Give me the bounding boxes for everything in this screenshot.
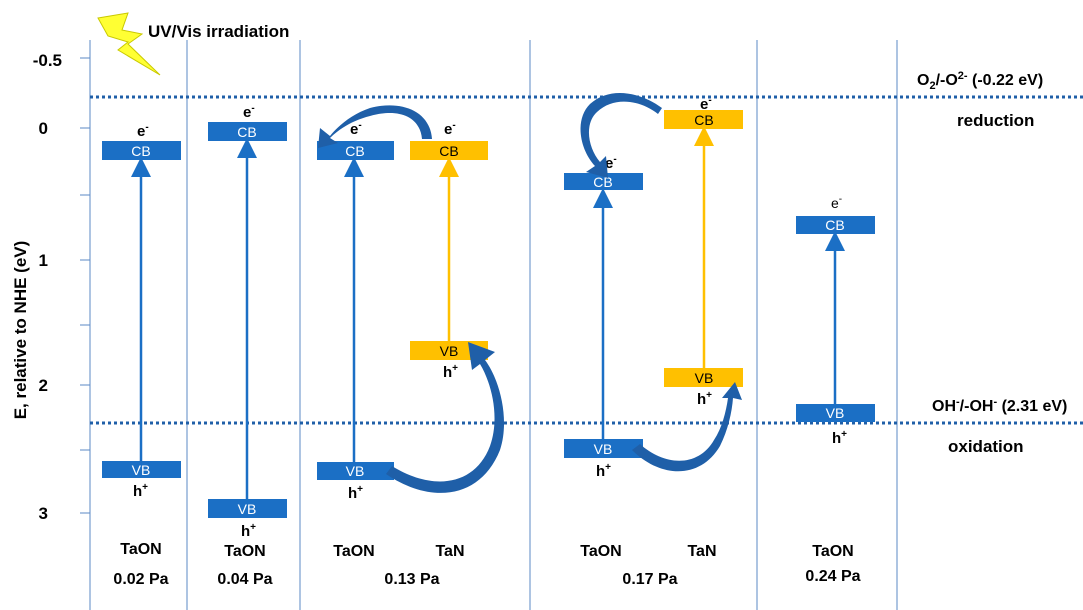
cb-band (208, 122, 287, 141)
cb-band (796, 216, 875, 234)
vb-label: VB (695, 370, 714, 386)
electron-label: e- (831, 194, 842, 211)
cb-label: CB (593, 174, 612, 190)
column-separators (89, 40, 898, 610)
material-label: TaON (580, 543, 621, 560)
electron-label: e- (444, 120, 456, 138)
material-label: TaON (120, 541, 161, 558)
electron-transfer-arrow (318, 105, 432, 148)
cb-label: CB (439, 143, 458, 159)
column-taon-tan-017: CB e- VB h+ CB e- VB h+ TaON TaN 0.17 Pa (564, 92, 743, 588)
hole-label: h+ (348, 484, 363, 502)
y-axis-label: E, relative to NHE (eV) (11, 241, 30, 420)
lightning-icon (97, 12, 161, 76)
reduction-label: reduction (957, 111, 1034, 130)
vb-band (564, 439, 643, 458)
electron-label: e- (700, 95, 712, 113)
electron-label: e- (605, 154, 617, 172)
hole-label: h+ (443, 363, 458, 381)
vb-band (317, 462, 394, 480)
material-label: TaON (812, 543, 853, 560)
column-taon-tan-013: CB e- VB h+ CB e- VB h+ TaON TaN 0.13 Pa (317, 105, 505, 588)
oxidation-label: oxidation (948, 437, 1024, 456)
column-taon-002: CB e- VB h+ TaON 0.02 Pa (102, 122, 181, 588)
tick-label: 1 (39, 251, 48, 270)
vb-label: VB (594, 441, 613, 457)
cb-band (317, 141, 394, 160)
material-label: TaON (333, 543, 374, 560)
o2-reference-label: O2/-O2- (-0.22 eV) (917, 70, 1043, 92)
y-axis: -0.5 0 1 2 3 E, relative to NHE (eV) (11, 51, 90, 523)
tick-label: 2 (39, 376, 48, 395)
electron-transfer-arrow (580, 92, 662, 178)
pressure-label: 0.13 Pa (384, 571, 439, 588)
hole-label: h+ (832, 429, 847, 447)
hole-transfer-arrow (386, 342, 505, 493)
cb-label: CB (345, 143, 364, 159)
cb-band (564, 173, 643, 190)
vb-band (208, 499, 287, 518)
hole-label: h+ (133, 482, 148, 500)
tick-label: -0.5 (33, 51, 62, 70)
vb-band (796, 404, 875, 422)
cb-band (664, 110, 743, 129)
material-label: TaN (687, 543, 716, 560)
pressure-label: 0.17 Pa (622, 571, 677, 588)
hole-label: h+ (697, 390, 712, 408)
material-label: TaN (435, 543, 464, 560)
electron-label: e- (243, 103, 255, 121)
oh-reference-label: OH-/-OH- (2.31 eV) (932, 396, 1067, 415)
title: UV/Vis irradiation (148, 22, 289, 41)
vb-label: VB (440, 343, 459, 359)
cb-label: CB (694, 112, 713, 128)
cb-label: CB (131, 143, 150, 159)
vb-band (410, 341, 488, 360)
vb-label: VB (346, 463, 365, 479)
cb-band (102, 141, 181, 160)
hole-label: h+ (596, 462, 611, 480)
cb-label: CB (825, 217, 844, 233)
vb-label: VB (238, 501, 257, 517)
pressure-label: 0.04 Pa (217, 571, 272, 588)
cb-label: CB (237, 124, 256, 140)
pressure-label: 0.24 Pa (805, 568, 860, 585)
hole-label: h+ (241, 522, 256, 540)
cb-band (410, 141, 488, 160)
vb-label: VB (826, 405, 845, 421)
column-taon-004: CB e- VB h+ TaON 0.04 Pa (208, 103, 287, 588)
vb-label: VB (132, 462, 151, 478)
tick-label: 3 (39, 504, 48, 523)
vb-band (664, 368, 743, 387)
hole-transfer-arrow (632, 382, 742, 472)
pressure-label: 0.02 Pa (113, 571, 168, 588)
material-label: TaON (224, 543, 265, 560)
electron-label: e- (350, 120, 362, 138)
vb-band (102, 461, 181, 478)
electron-label: e- (137, 122, 149, 140)
column-taon-024: CB e- VB h+ TaON 0.24 Pa (796, 194, 875, 585)
tick-label: 0 (39, 119, 48, 138)
